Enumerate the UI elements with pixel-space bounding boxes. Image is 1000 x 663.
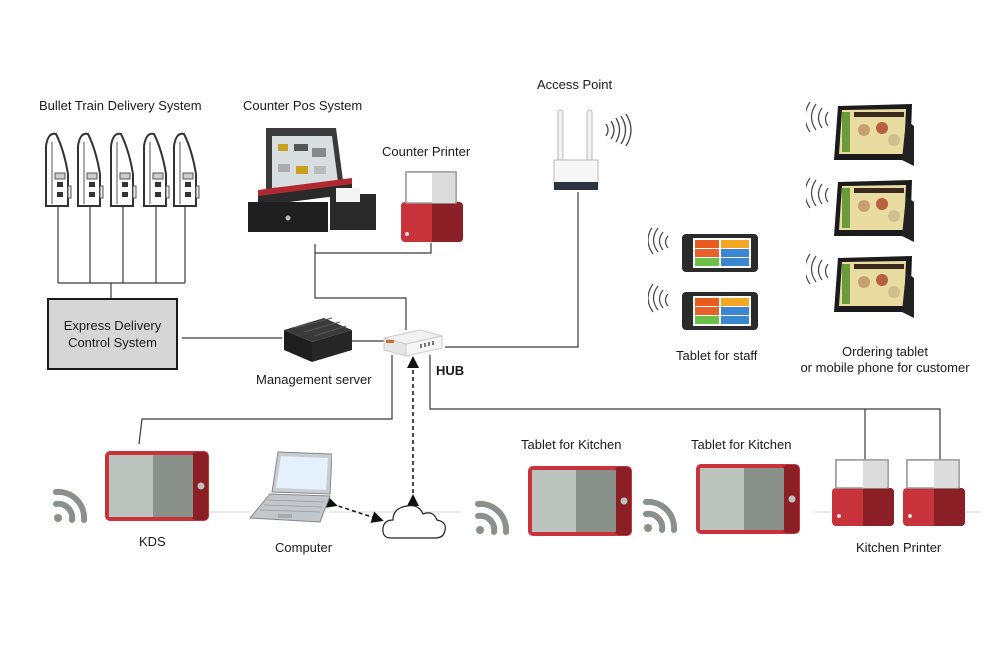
wifi-signal-icon	[605, 113, 632, 147]
counter-printer-icon[interactable]	[400, 170, 464, 244]
kitchen-printer-label: Kitchen Printer	[856, 540, 942, 555]
bullet-train-icon	[173, 132, 200, 207]
customer-tablet-label-line2: or mobile phone for customer	[800, 360, 970, 375]
kitchen-tablet-icon[interactable]	[695, 463, 803, 537]
printer-pos-wire	[315, 243, 432, 254]
kitchen-printer-icon[interactable]	[831, 458, 895, 528]
computer-label: Computer	[275, 540, 333, 555]
cloud-icon	[382, 505, 446, 539]
access-point-label: Access Point	[537, 77, 613, 92]
bullet-train-icon	[110, 132, 137, 207]
express-delivery-label-line2: Control System	[68, 335, 157, 350]
laptop-icon[interactable]	[248, 450, 332, 526]
bullet-train-icon	[143, 132, 170, 207]
bullet-train-icon	[45, 132, 72, 207]
bullet-train-label: Bullet Train Delivery System	[39, 98, 202, 113]
express-delivery-control-box[interactable]: Express Delivery Control System	[47, 298, 178, 370]
pos-terminal-icon[interactable]	[244, 124, 384, 236]
hub-label: HUB	[436, 363, 465, 378]
wifi-signal-icon	[648, 228, 669, 255]
customer-tablets-group	[806, 101, 915, 319]
kitchen-tablet-icon[interactable]	[527, 465, 635, 539]
ap-hub-wire	[445, 192, 579, 348]
customer-tablet-label-line1: Ordering tablet	[842, 344, 928, 359]
pos-hub-wire	[314, 244, 407, 330]
staff-phones-group	[648, 228, 759, 331]
kitchen-printer-icon[interactable]	[902, 458, 966, 528]
bullet-train-wires	[57, 205, 186, 298]
wifi-signal-icon	[642, 494, 682, 534]
bullet-train-icon	[77, 132, 104, 207]
express-delivery-label-line1: Express Delivery	[63, 318, 162, 333]
kitchen-tablet-1-label: Tablet for Kitchen	[521, 437, 622, 452]
bullet-train-group	[45, 132, 200, 207]
server-icon[interactable]	[280, 316, 354, 364]
wifi-signal-icon	[806, 101, 829, 133]
wifi-signal-icon	[52, 484, 92, 524]
counter-printer-label: Counter Printer	[382, 144, 471, 159]
staff-tablet-label: Tablet for staff	[676, 348, 758, 363]
wifi-signal-icon	[474, 496, 514, 536]
kds-label: KDS	[139, 534, 166, 549]
counter-pos-label: Counter Pos System	[243, 98, 363, 113]
kitchen-tablet-2-label: Tablet for Kitchen	[691, 437, 792, 452]
network-switch-icon[interactable]	[380, 328, 446, 358]
computer-cloud-dashed-link	[324, 496, 384, 523]
management-server-label: Management server	[256, 372, 372, 387]
kds-tablet-icon[interactable]	[104, 450, 212, 524]
hub-kds-wire	[138, 355, 393, 445]
hub-kitchen-printer-wire	[429, 355, 941, 460]
wifi-router-icon[interactable]	[548, 108, 640, 194]
